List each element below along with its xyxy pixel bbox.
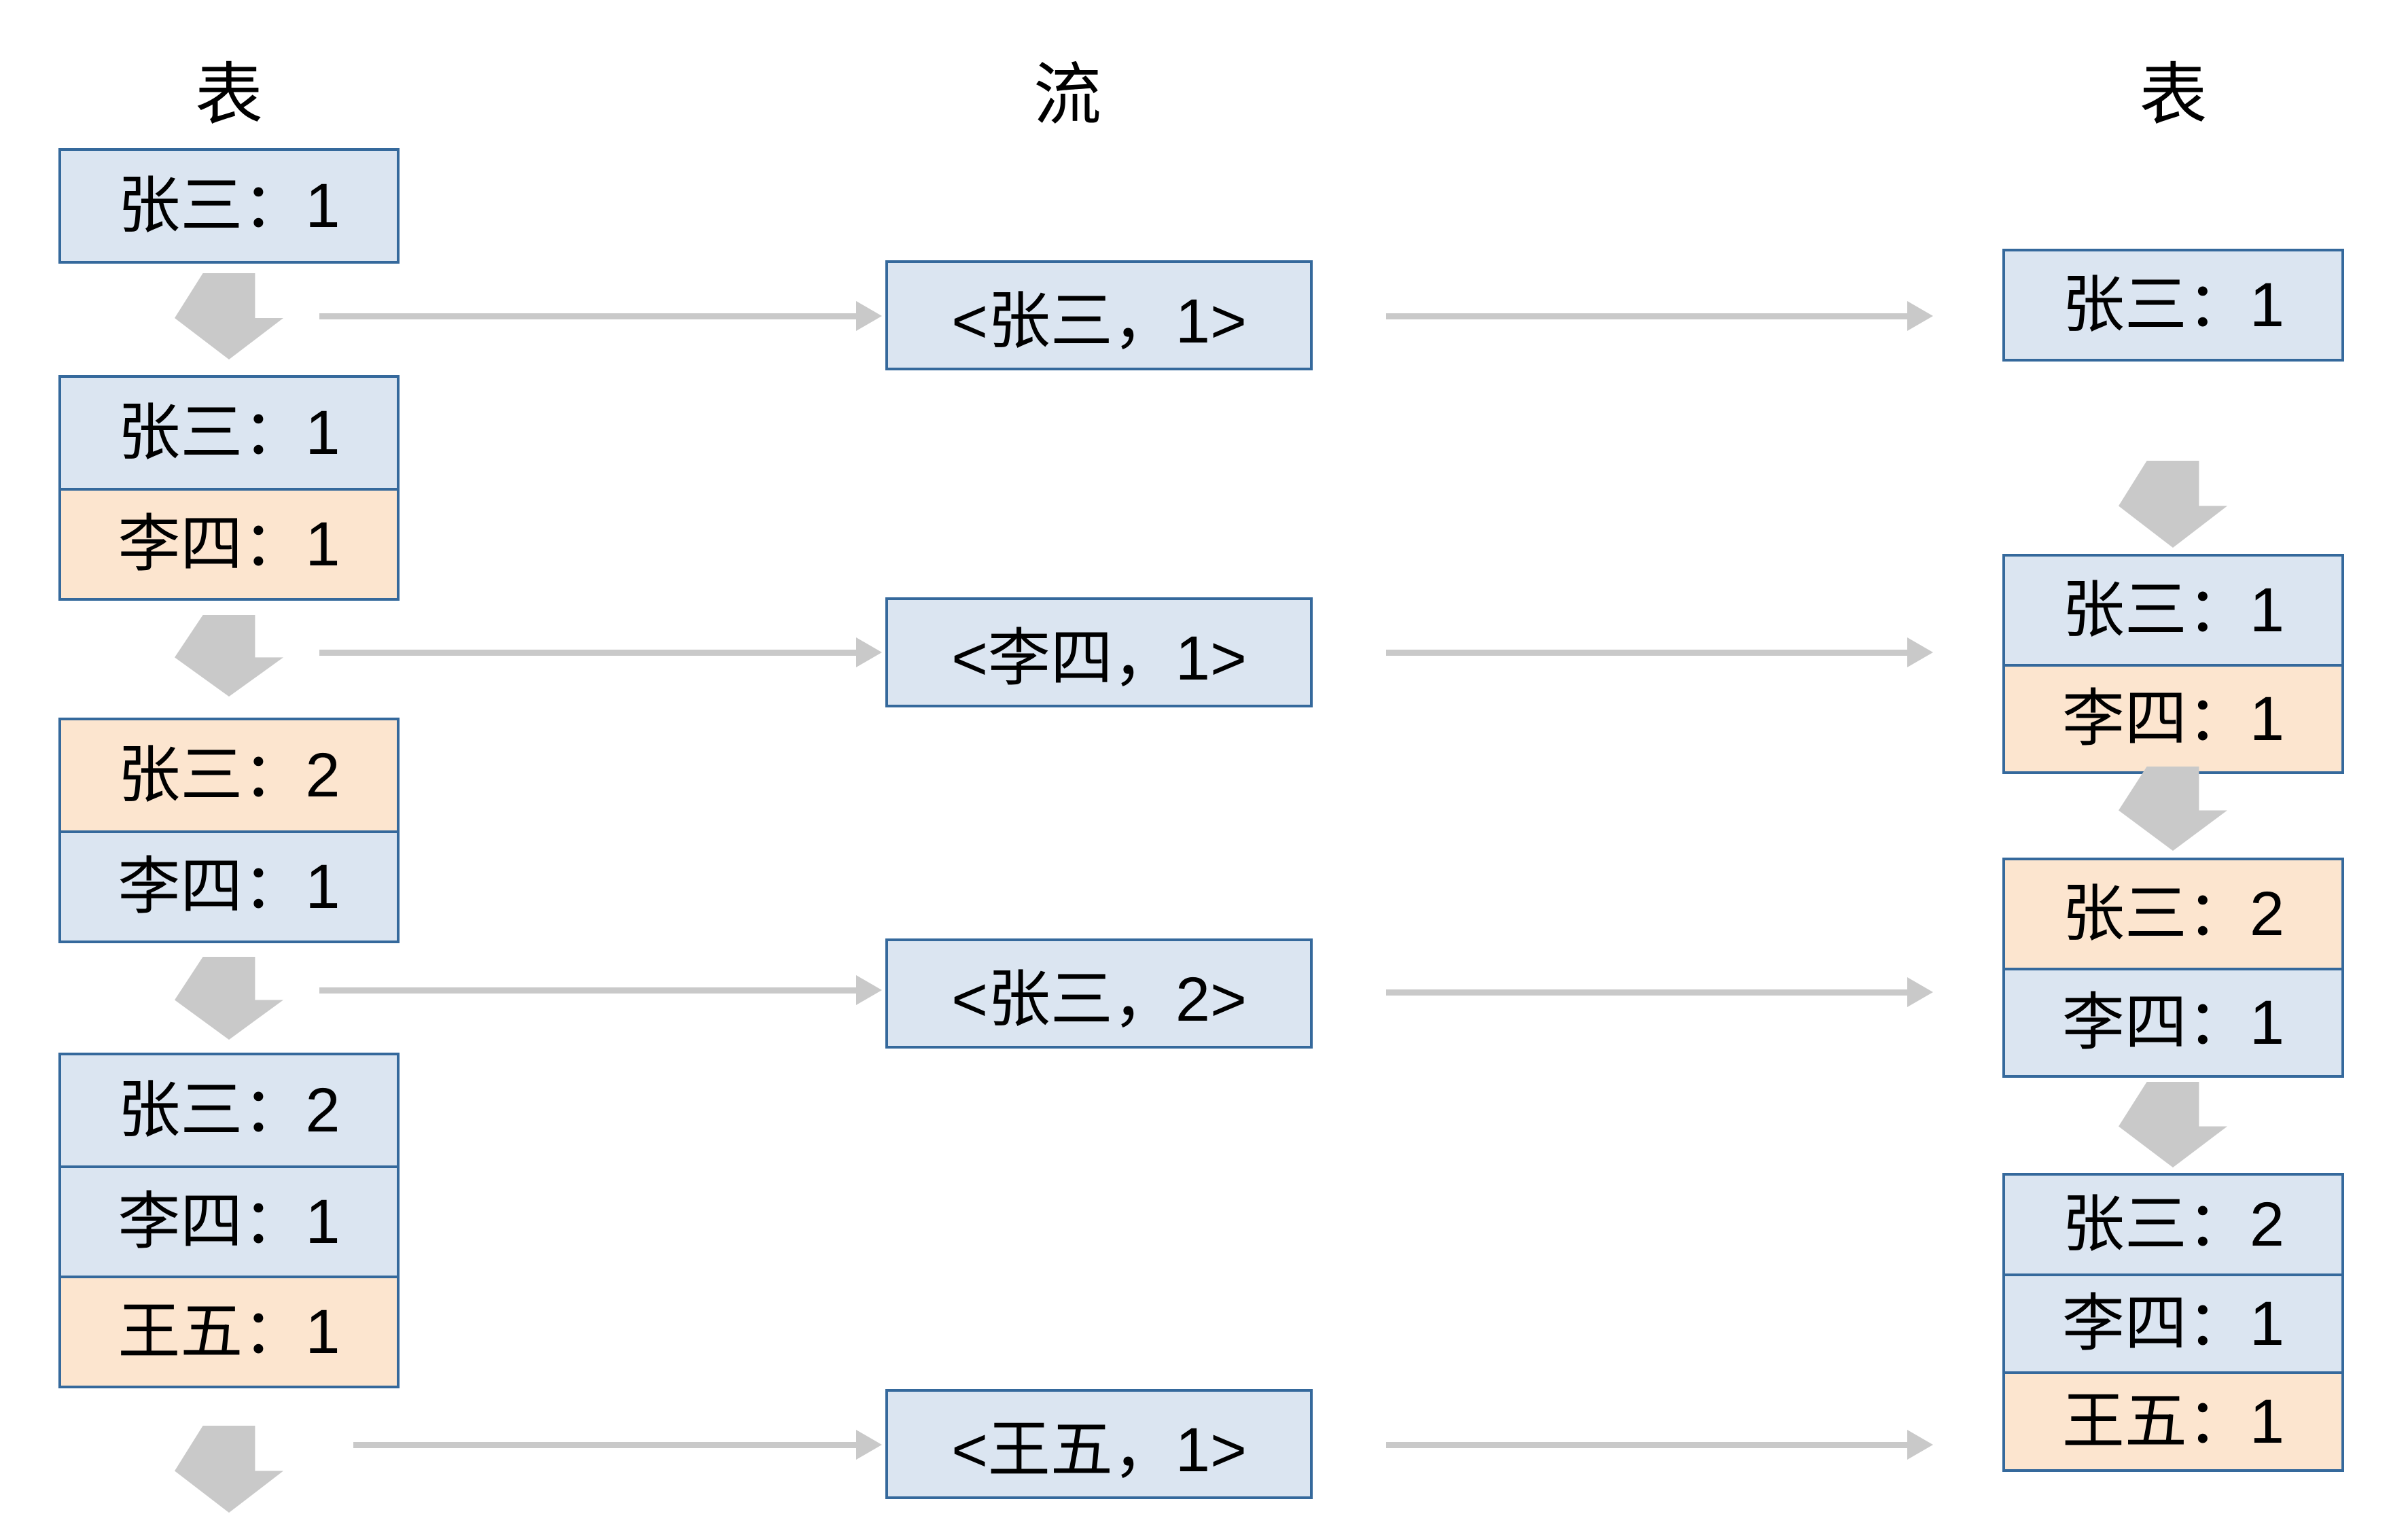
table-row-highlighted: 李四：1 — [61, 488, 397, 598]
stream-record: <李四，1> — [885, 597, 1313, 707]
right-arrow-icon — [319, 301, 882, 331]
arrow-line — [1386, 1442, 1913, 1448]
arrow-line — [1386, 650, 1913, 656]
right-arrow-icon — [1386, 637, 1933, 667]
table-row-highlighted: 王五：1 — [2005, 1371, 2341, 1469]
down-arrow-icon — [2119, 461, 2227, 548]
down-arrow-icon — [175, 957, 283, 1040]
arrow-line — [1386, 989, 1913, 996]
table-row-highlighted: 张三：2 — [2005, 860, 2341, 968]
table-row: 李四：1 — [2005, 1273, 2341, 1371]
table-row: 张三：2 — [2005, 1176, 2341, 1273]
right-arrow-icon — [319, 975, 882, 1005]
left-table-state-2: 张三：1 李四：1 — [58, 375, 400, 601]
arrow-line — [319, 650, 862, 656]
arrow-head — [1907, 1430, 1933, 1460]
table-row: 张三：1 — [2005, 557, 2341, 664]
arrow-line — [353, 1442, 862, 1448]
right-table-state-3: 张三：2 李四：1 — [2002, 858, 2344, 1078]
right-table-state-2: 张三：1 李四：1 — [2002, 554, 2344, 774]
left-table-state-4: 张三：2 李四：1 王五：1 — [58, 1053, 400, 1388]
arrow-line — [1386, 313, 1913, 319]
table-row: 张三：2 — [61, 1055, 397, 1165]
right-table-state-4: 张三：2 李四：1 王五：1 — [2002, 1173, 2344, 1472]
stream-record: <王五，1> — [885, 1389, 1313, 1499]
arrow-line — [319, 313, 862, 319]
right-arrow-icon — [353, 1430, 882, 1460]
arrow-line — [319, 987, 862, 994]
down-arrow-icon — [2119, 1082, 2227, 1167]
arrow-head — [856, 301, 882, 331]
table-row: 张三：1 — [2005, 251, 2341, 359]
left-table-state-3: 张三：2 李四：1 — [58, 718, 400, 943]
down-arrow-icon — [175, 1426, 283, 1513]
right-arrow-icon — [319, 637, 882, 667]
right-table-state-1: 张三：1 — [2002, 249, 2344, 362]
table-row: 张三：1 — [61, 378, 397, 488]
down-arrow-icon — [175, 615, 283, 697]
table-row: 李四：1 — [61, 830, 397, 941]
table-row-highlighted: 李四：1 — [2005, 664, 2341, 771]
table-row: 张三：1 — [61, 151, 397, 261]
column-header-table-right: 表 — [2139, 56, 2208, 133]
down-arrow-icon — [175, 273, 283, 359]
right-arrow-icon — [1386, 301, 1933, 331]
left-table-state-1: 张三：1 — [58, 148, 400, 264]
arrow-head — [856, 975, 882, 1005]
stream-record: <张三，1> — [885, 260, 1313, 370]
arrow-head — [1907, 977, 1933, 1007]
table-row-highlighted: 张三：2 — [61, 720, 397, 830]
column-header-table-left: 表 — [195, 56, 263, 133]
arrow-head — [856, 1430, 882, 1460]
arrow-head — [856, 637, 882, 667]
right-arrow-icon — [1386, 1430, 1933, 1460]
arrow-head — [1907, 301, 1933, 331]
table-row: 李四：1 — [61, 1165, 397, 1276]
down-arrow-icon — [2119, 767, 2227, 851]
column-header-stream: 流 — [1033, 56, 1101, 133]
arrow-head — [1907, 637, 1933, 667]
table-row: 李四：1 — [2005, 968, 2341, 1075]
right-arrow-icon — [1386, 977, 1933, 1007]
table-row-highlighted: 王五：1 — [61, 1276, 397, 1386]
stream-record: <张三，2> — [885, 938, 1313, 1049]
